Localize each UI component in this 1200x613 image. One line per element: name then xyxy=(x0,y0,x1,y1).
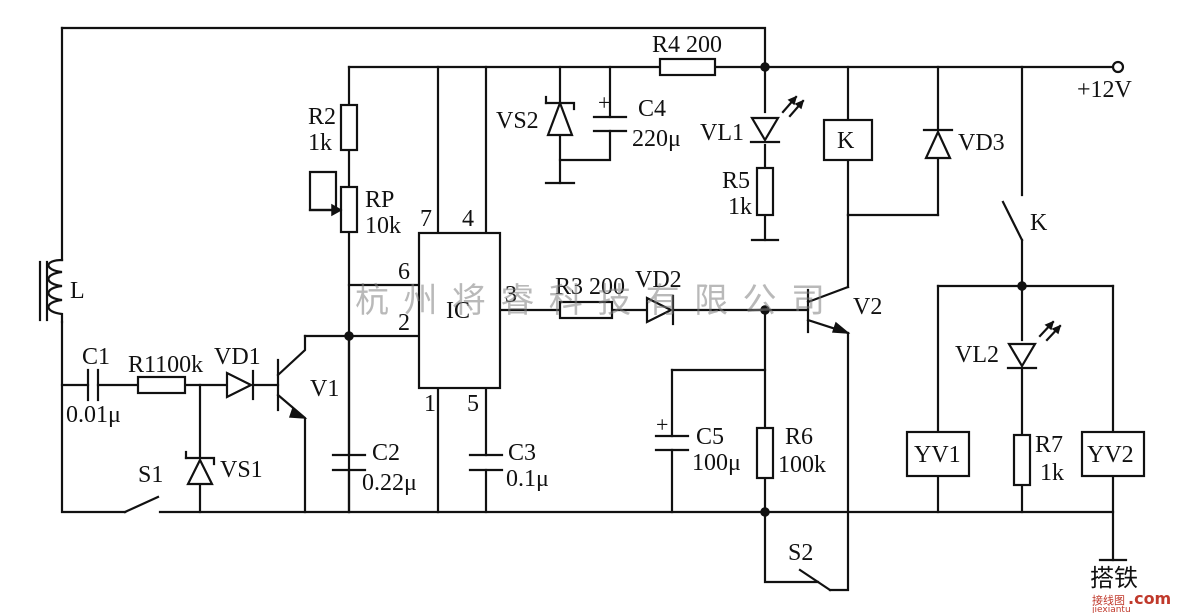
label-r7: R7 xyxy=(1035,432,1063,458)
diode-vd3 xyxy=(922,128,954,160)
label-r6: R6 xyxy=(785,424,813,450)
label-yv2: YV2 xyxy=(1087,442,1134,468)
component-labels: R4 200 +12V R2 1k RP 10k VS2 + C4 220μ V… xyxy=(66,32,1138,592)
label-c5-plus: + xyxy=(656,412,668,437)
label-c3: C3 xyxy=(508,440,536,466)
capacitor-c5 xyxy=(654,434,690,452)
label-ic: IC xyxy=(446,298,470,324)
label-l: L xyxy=(70,278,85,304)
label-r6-value: 100k xyxy=(778,452,826,478)
label-c4: C4 xyxy=(638,96,666,122)
label-v1: V1 xyxy=(310,376,339,402)
label-pin4: 4 xyxy=(462,206,474,232)
label-r5: R5 xyxy=(722,168,750,194)
label-pin1: 1 xyxy=(424,391,436,417)
corner-site-text: jiexiantu xyxy=(1091,605,1131,613)
valve-yv2 xyxy=(1080,430,1146,478)
label-r5-value: 1k xyxy=(728,194,752,220)
switch-s2 xyxy=(798,568,832,592)
transistor-v2 xyxy=(806,285,851,335)
label-pin2: 2 xyxy=(398,310,410,336)
label-v2: V2 xyxy=(853,294,882,320)
label-k-switch: K xyxy=(1030,210,1048,236)
transistor-v1-arrow xyxy=(288,406,308,419)
zener-vs2 xyxy=(544,95,576,137)
label-supply: +12V xyxy=(1077,77,1133,103)
label-r2: R2 xyxy=(308,104,336,130)
label-r3: R3 200 xyxy=(555,274,625,300)
label-c5-value: 100μ xyxy=(692,450,741,476)
label-s2: S2 xyxy=(788,540,813,566)
label-vs2: VS2 xyxy=(496,108,539,134)
led-vl2 xyxy=(1006,320,1062,370)
relay-switch-k xyxy=(1001,200,1024,242)
label-c2-value: 0.22μ xyxy=(362,470,417,496)
corner-com-text: .com xyxy=(1128,589,1171,608)
label-r4: R4 200 xyxy=(652,32,722,58)
resistor-r3 xyxy=(558,300,614,320)
corner-site-mark: 接线图 .com jiexiantu xyxy=(1091,589,1171,613)
junction-dots xyxy=(344,62,1027,517)
label-rp: RP xyxy=(365,187,394,213)
label-vl1: VL1 xyxy=(700,120,744,146)
resistor-r5 xyxy=(755,166,775,217)
label-ground: 搭铁 xyxy=(1090,565,1138,592)
label-c4-value: 220μ xyxy=(632,126,681,152)
label-pin7: 7 xyxy=(420,206,432,232)
supply-terminal xyxy=(1111,60,1125,74)
label-pin5: 5 xyxy=(467,391,479,417)
resistor-r1 xyxy=(136,375,187,395)
label-c1: C1 xyxy=(82,344,110,370)
ic-chip xyxy=(417,231,502,390)
capacitor-c1 xyxy=(86,368,100,402)
label-c3-value: 0.1μ xyxy=(506,466,549,492)
led-vl1 xyxy=(749,95,805,144)
diode-vd2 xyxy=(645,294,675,326)
label-yv1: YV1 xyxy=(914,442,961,468)
label-k-coil: K xyxy=(837,128,855,154)
label-c5: C5 xyxy=(696,424,724,450)
label-vd3: VD3 xyxy=(958,130,1005,156)
wires xyxy=(60,26,1128,592)
label-c1-value: 0.01μ xyxy=(66,402,121,428)
label-c4-plus: + xyxy=(598,90,610,115)
capacitor-c2 xyxy=(331,453,367,472)
valve-yv1 xyxy=(905,430,971,478)
capacitor-c3 xyxy=(468,453,504,472)
resistor-r7 xyxy=(1012,433,1032,487)
zener-vs1 xyxy=(184,450,216,486)
label-r1: R1100k xyxy=(128,352,203,378)
label-vd2: VD2 xyxy=(635,267,682,293)
resistor-r6 xyxy=(755,426,775,480)
diode-vd1 xyxy=(225,369,255,401)
label-vl2: VL2 xyxy=(955,342,999,368)
label-r7-value: 1k xyxy=(1040,460,1064,486)
relay-coil-k xyxy=(822,118,874,162)
capacitor-c4 xyxy=(592,115,628,133)
label-pin3: 3 xyxy=(505,282,517,308)
label-c2: C2 xyxy=(372,440,400,466)
resistor-r4 xyxy=(658,57,717,77)
corner-logo-text: 接线图 xyxy=(1092,593,1125,607)
label-r2-value: 1k xyxy=(308,130,332,156)
label-vd1: VD1 xyxy=(214,344,261,370)
label-s1: S1 xyxy=(138,462,163,488)
label-vs1: VS1 xyxy=(220,457,263,483)
label-rp-value: 10k xyxy=(365,213,401,239)
label-pin6: 6 xyxy=(398,259,410,285)
resistor-r2 xyxy=(339,103,359,152)
switch-s1 xyxy=(123,495,160,514)
potentiometer-rp xyxy=(308,185,359,234)
inductor-l xyxy=(38,258,64,324)
